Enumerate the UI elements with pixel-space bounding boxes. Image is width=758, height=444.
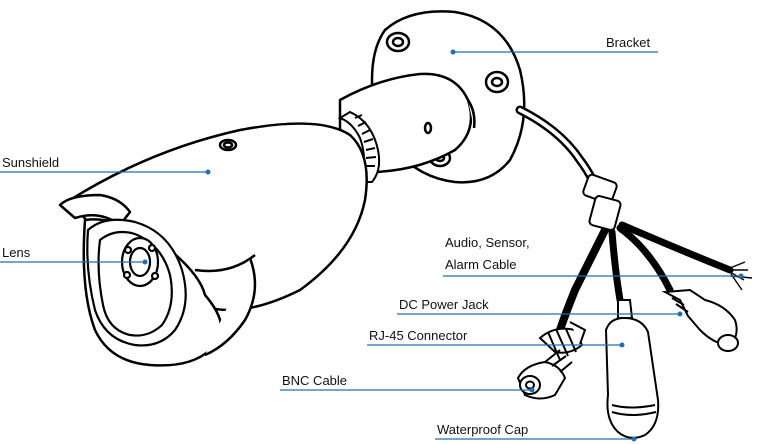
label-bnc-cable: BNC Cable bbox=[282, 373, 348, 388]
label-audio-line1: Audio, Sensor, bbox=[445, 235, 530, 250]
leader-dots bbox=[142, 49, 744, 442]
dc-jack-drawing bbox=[661, 288, 739, 352]
label-lens: Lens bbox=[2, 245, 31, 260]
label-dc-power-jack: DC Power Jack bbox=[399, 297, 489, 312]
waterproof-cap-drawing bbox=[604, 299, 660, 439]
label-bracket: Bracket bbox=[606, 35, 651, 50]
bnc-drawing bbox=[516, 349, 573, 400]
lens-drawing bbox=[86, 218, 187, 347]
label-audio-line2: Alarm Cable bbox=[445, 257, 517, 272]
cable-junction bbox=[582, 173, 622, 231]
rj45-drawing bbox=[538, 321, 587, 361]
label-rj45-connector: RJ-45 Connector bbox=[369, 328, 468, 343]
label-sunshield: Sunshield bbox=[2, 155, 60, 170]
leader-lines bbox=[0, 51, 741, 440]
label-waterproof-cap: Waterproof Cap bbox=[437, 422, 529, 437]
